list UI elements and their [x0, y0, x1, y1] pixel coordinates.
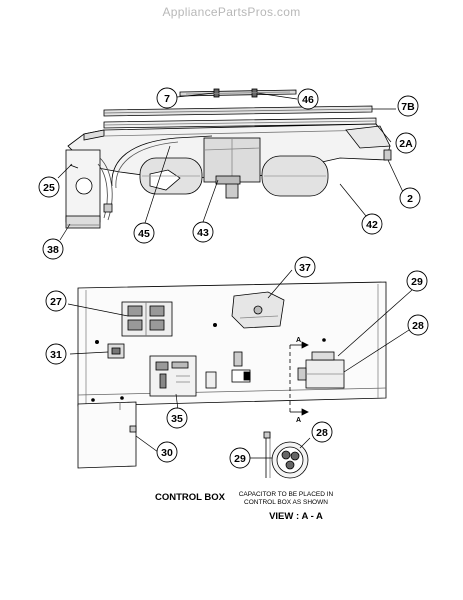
- callout-31: 31: [45, 343, 67, 365]
- top-assembly: [65, 88, 392, 229]
- svg-text:28: 28: [316, 427, 328, 439]
- callout-42: 42: [361, 213, 383, 235]
- electric-heater-box: [65, 149, 113, 229]
- callout-29-top: 29: [406, 270, 428, 292]
- callout-29-bottom: 29: [229, 447, 251, 469]
- callout-28-bottom: 28: [311, 421, 333, 443]
- svg-text:46: 46: [302, 94, 314, 106]
- callout-2a: 2A: [395, 132, 417, 154]
- callout-37: 37: [294, 256, 316, 278]
- svg-text:7B: 7B: [401, 101, 415, 113]
- svg-text:31: 31: [50, 349, 62, 361]
- view-a-a-detail: [250, 431, 311, 479]
- callout-25: 25: [38, 176, 60, 198]
- selector-switch: [107, 343, 125, 359]
- svg-text:37: 37: [299, 262, 311, 274]
- section-label-bottom: A: [296, 417, 301, 424]
- watermark: AppliancePartsPros.com: [162, 5, 301, 19]
- lower-box: [77, 401, 137, 469]
- view-label: VIEW : A - A: [269, 511, 323, 522]
- capacitor-note-line-1: CAPACITOR TO BE PLACED IN: [239, 491, 334, 498]
- callout-35: 35: [166, 407, 188, 429]
- svg-text:29: 29: [234, 453, 246, 465]
- svg-text:43: 43: [197, 227, 209, 239]
- callout-45: 45: [133, 222, 155, 244]
- callout-43: 43: [192, 221, 214, 243]
- long-rail: [103, 105, 373, 117]
- control-box-label: CONTROL BOX: [155, 492, 226, 503]
- callout-7b: 7B: [397, 95, 419, 117]
- top-rail: [179, 88, 297, 98]
- svg-text:27: 27: [50, 296, 62, 308]
- section-label-top: A: [296, 337, 301, 344]
- blower-wheel: [139, 157, 203, 195]
- control-box: [77, 281, 387, 469]
- control-callout-leaders: [67, 269, 413, 453]
- callout-7: 7: [156, 87, 178, 109]
- svg-text:29: 29: [411, 276, 423, 288]
- svg-text:38: 38: [47, 244, 59, 256]
- svg-text:2A: 2A: [399, 138, 413, 150]
- callout-38: 38: [42, 238, 64, 260]
- svg-text:35: 35: [171, 413, 183, 425]
- svg-text:42: 42: [366, 219, 378, 231]
- run-capacitor: [297, 351, 345, 389]
- svg-text:2: 2: [407, 193, 413, 205]
- svg-text:7: 7: [164, 93, 170, 105]
- svg-text:25: 25: [43, 182, 55, 194]
- control-bracket: [231, 291, 285, 329]
- contactor-relay: [121, 301, 173, 337]
- callout-27: 27: [45, 290, 67, 312]
- callout-2: 2: [399, 187, 421, 209]
- svg-text:45: 45: [138, 228, 150, 240]
- svg-text:28: 28: [412, 320, 424, 332]
- section-marker: [289, 341, 309, 416]
- svg-text:30: 30: [161, 447, 173, 459]
- control-board: [149, 355, 197, 397]
- callout-28-top: 28: [407, 314, 429, 336]
- blower-motor: [203, 137, 261, 199]
- callout-30: 30: [156, 441, 178, 463]
- capacitor-note-line-2: CONTROL BOX AS SHOWN: [244, 499, 328, 506]
- callout-46: 46: [297, 88, 319, 110]
- top-callout-leaders: [57, 92, 404, 241]
- blower-wheel-right: [261, 155, 329, 197]
